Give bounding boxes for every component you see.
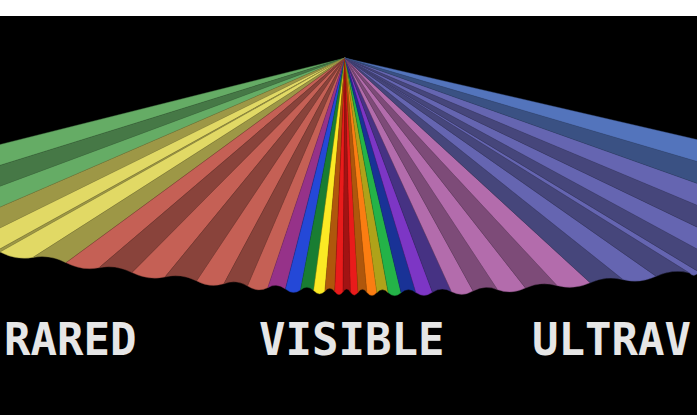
top-band [0,0,697,16]
fan-shading [0,58,697,293]
band-label: RARED [4,318,136,362]
band-label: VISIBLE [259,318,444,362]
band-label: ULTRAV [532,318,691,362]
